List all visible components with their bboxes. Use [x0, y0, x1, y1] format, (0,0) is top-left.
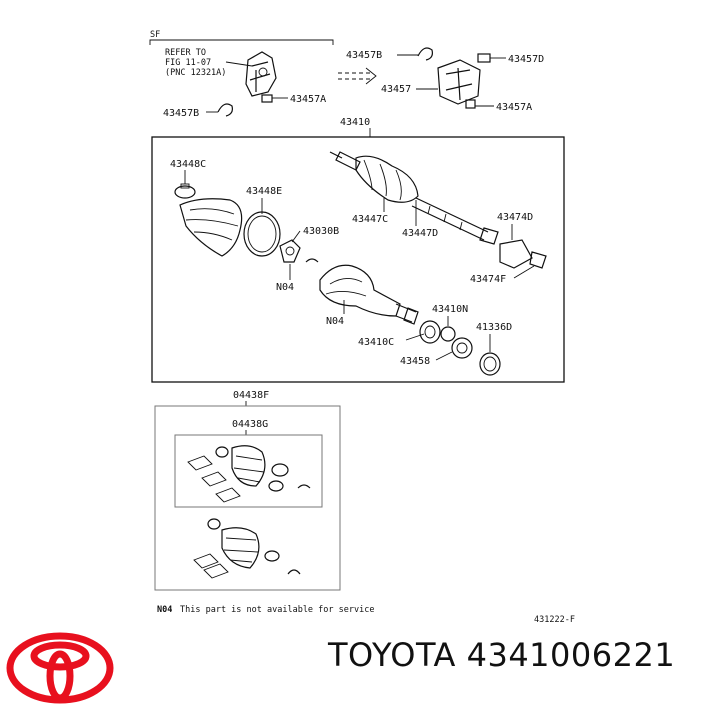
label-43447C: 43447C: [352, 214, 388, 225]
label-43448C: 43448C: [170, 159, 206, 170]
label-43457A-left: 43457A: [290, 94, 326, 105]
label-04438G: 04438G: [232, 419, 268, 430]
toyota-logo-icon: [6, 632, 114, 704]
label-43410C: 43410C: [358, 337, 394, 348]
kit-g-contents: [187, 445, 311, 503]
refer-note: REFER TO FIG 11-07 (PNC 12321A): [165, 48, 253, 78]
label-43457B-right: 43457B: [346, 50, 382, 61]
refer-line-2: FIG 11-07: [165, 58, 211, 68]
label-43030B: 43030B: [303, 226, 339, 237]
brand-name: TOYOTA: [328, 636, 456, 674]
right-small-parts: 43410N 41336D 43410C 43458: [358, 304, 512, 376]
label-43474D: 43474D: [497, 212, 533, 223]
refer-line-1: REFER TO: [165, 48, 206, 58]
label-43410: 43410: [340, 117, 370, 128]
section-code: SF: [150, 30, 160, 40]
label-43457A-right: 43457A: [496, 102, 532, 113]
bearing-bracket-part: [245, 51, 277, 97]
tripod-43030B: 43030B N04: [276, 226, 339, 293]
footnote-code: N04: [157, 605, 172, 615]
label-43447D: 43447D: [402, 228, 438, 239]
part-number: 4341006221: [466, 636, 676, 674]
outer-joint: N04: [319, 264, 419, 327]
label-43448E: 43448E: [246, 186, 282, 197]
brand-title: TOYOTA 4341006221: [328, 636, 675, 674]
kit-box-04438F: [154, 405, 341, 591]
bolt-43457A-left: 43457A: [261, 94, 326, 105]
label-43458: 43458: [400, 356, 430, 367]
kit-f-contents: [193, 518, 301, 579]
assembly-box-43410: [151, 136, 565, 383]
diagram-id: 431222-F: [534, 615, 575, 625]
clip-43457B-left: 43457B: [163, 103, 233, 119]
dashed-arrow: [338, 67, 377, 85]
band-43448E: 43448E: [243, 186, 282, 257]
label-N04-a: N04: [276, 282, 294, 293]
boot-43474D: 43474D 43474F: [470, 212, 547, 285]
label-04438F: 04438F: [233, 390, 269, 401]
footnote: N04 This part is not available for servi…: [157, 605, 374, 615]
sf-bracket: SF: [149, 30, 334, 45]
label-43410N: 43410N: [432, 304, 468, 315]
footnote-text: This part is not available for service: [180, 605, 374, 615]
clamp-43448C: 43448C: [170, 159, 206, 199]
label-43457: 43457: [381, 84, 411, 95]
label-43457B-left: 43457B: [163, 108, 199, 119]
axle-shaft: [329, 151, 499, 245]
kit-box-04438G: [174, 434, 323, 508]
label-N04-b: N04: [326, 316, 344, 327]
label-43474F: 43474F: [470, 274, 506, 285]
refer-line-3: (PNC 12321A): [165, 68, 226, 78]
boot-left: [179, 198, 243, 257]
label-41336D: 41336D: [476, 322, 512, 333]
right-top-parts: 43457B 43457D 43457 43457A: [346, 47, 544, 113]
label-43457D: 43457D: [508, 54, 544, 65]
